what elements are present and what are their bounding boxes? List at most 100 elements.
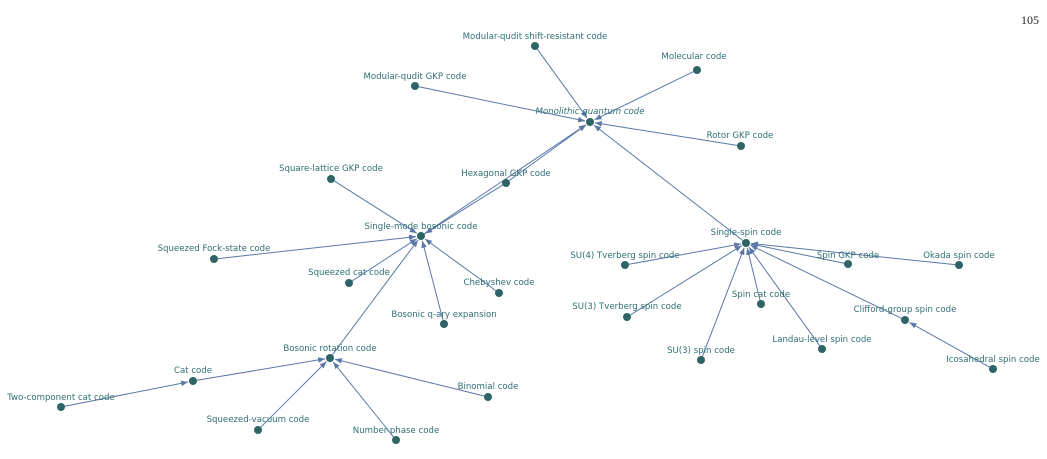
node-label-binomial: Binomial code [458,382,519,392]
node-label-mq-shift: Modular-qudit shift-resistant code [463,32,608,42]
edge-sq-cat-to-single-mode [352,238,418,282]
node-label-rotation: Bosonic rotation code [283,344,376,354]
node-su4[interactable]: SU(4) Tverberg spin code [570,251,680,269]
edge-rotor-gkp-to-monolithic [594,121,738,146]
node-label-chebyshev: Chebyshev code [463,278,534,288]
node-single-spin[interactable]: Single-spin code [711,228,782,247]
edges-layer [64,48,990,438]
edge-sq-fock-to-single-mode [217,234,417,260]
page-number: 105 [1021,13,1039,27]
node-label-su3t: SU(3) Tverberg spin code [572,302,681,312]
edge-chebyshev-to-single-mode [424,238,497,292]
node-okada[interactable]: Okada spin code [923,251,995,269]
node-spin-cat[interactable]: Spin cat code [732,290,790,308]
edge-icosa-to-clifford [909,321,990,368]
node-binomial[interactable]: Binomial code [458,382,519,401]
node-dot-sq-cat [345,279,353,287]
node-label-sq-cat: Squeezed cat code [308,268,390,278]
edge-mq-gkp-to-monolithic [418,86,586,123]
node-dot-okada [955,261,963,269]
node-dot-single-mode [417,232,425,240]
node-hex-gkp[interactable]: Hexagonal GKP code [461,169,551,187]
node-dot-rotor-gkp [737,142,745,150]
node-dot-su3 [697,356,705,364]
node-spin-gkp[interactable]: Spin GKP code [817,251,879,268]
node-dot-chebyshev [495,289,503,297]
edge-su3-to-single-spin [701,247,745,357]
node-label-spin-cat: Spin cat code [732,290,790,300]
edge-spin-gkp-to-single-spin [750,242,845,264]
node-label-su3: SU(3) spin code [667,346,735,356]
node-dot-two-cat [57,403,65,411]
node-dot-sq-fock [210,255,218,263]
node-qary[interactable]: Bosonic q-ary expansion [391,310,497,328]
node-dot-su3t [623,313,631,321]
node-dot-sq-vac [254,426,262,434]
node-label-sq-fock: Squeezed Fock-state code [158,244,271,254]
edge-su3t-to-single-spin [630,245,743,316]
node-mq-shift[interactable]: Modular-qudit shift-resistant code [463,32,608,50]
edge-spin-cat-to-single-spin [746,247,761,301]
node-dot-single-spin [742,239,750,247]
node-dot-molecular [693,66,701,74]
node-chebyshev[interactable]: Chebyshev code [463,278,535,297]
node-su3[interactable]: SU(3) spin code [667,346,735,364]
node-label-sq-vac: Squeezed-vacuum code [207,415,310,425]
node-label-number-phase: Number-phase code [353,426,439,436]
node-dot-rotation [326,354,334,362]
node-sq-vac[interactable]: Squeezed-vacuum code [207,415,310,434]
node-label-sq-gkp: Square-lattice GKP code [279,164,383,174]
node-dot-sq-gkp [327,175,335,183]
node-dot-binomial [484,393,492,401]
edge-okada-to-single-spin [750,241,956,266]
node-label-monolithic: Monolithic quantum code [535,107,644,117]
node-label-hex-gkp: Hexagonal GKP code [461,169,550,179]
node-label-molecular: Molecular code [661,52,726,62]
node-icosa[interactable]: Icosahedral spin code [946,355,1040,373]
node-dot-clifford [901,316,909,324]
node-molecular[interactable]: Molecular code [661,52,727,74]
edge-binomial-to-rotation [334,358,485,397]
node-label-su4: SU(4) Tverberg spin code [570,251,679,261]
node-sq-gkp[interactable]: Square-lattice GKP code [279,164,383,183]
node-dot-landau [818,345,826,353]
edge-number-phase-to-rotation [332,361,394,438]
edge-sq-vac-to-rotation [260,361,327,428]
node-two-cat[interactable]: Two-component cat code [6,393,115,411]
edge-molecular-to-monolithic [594,71,694,121]
node-monolithic[interactable]: Monolithic quantum code [535,107,645,126]
node-dot-qary [440,320,448,328]
node-dot-monolithic [586,118,594,126]
caption [0,448,1047,459]
node-clifford[interactable]: Clifford-group spin code [854,305,957,324]
node-dot-su4 [621,261,629,269]
edge-sq-gkp-to-single-mode [334,180,418,234]
node-su3t[interactable]: SU(3) Tverberg spin code [572,302,682,321]
node-label-rotor-gkp: Rotor GKP code [707,131,774,141]
node-single-mode[interactable]: Single-mode bosonic code [364,222,478,240]
edge-two-cat-to-cat [64,380,189,407]
node-label-mq-gkp: Modular-qudit GKP code [363,72,466,82]
edge-rotation-to-single-mode [331,239,419,356]
node-rotor-gkp[interactable]: Rotor GKP code [707,131,774,150]
edge-single-spin-to-monolithic [593,124,744,241]
node-label-clifford: Clifford-group spin code [854,305,957,315]
node-dot-spin-gkp [844,260,852,268]
node-dot-spin-cat [757,300,765,308]
node-sq-cat[interactable]: Squeezed cat code [308,268,390,287]
node-mq-gkp[interactable]: Modular-qudit GKP code [363,72,467,90]
node-rotation[interactable]: Bosonic rotation code [283,344,377,362]
edge-landau-to-single-spin [748,246,821,346]
node-label-single-spin: Single-spin code [711,228,782,238]
node-sq-fock[interactable]: Squeezed Fock-state code [158,244,271,263]
edge-mq-shift-to-monolithic [536,48,588,119]
node-dot-mq-shift [531,42,539,50]
node-dot-hex-gkp [502,179,510,187]
node-cat[interactable]: Cat code [174,366,212,385]
node-label-cat: Cat code [174,366,212,376]
node-landau[interactable]: Landau-level spin code [772,335,872,353]
node-label-single-mode: Single-mode bosonic code [364,222,477,232]
node-number-phase[interactable]: Number-phase code [353,426,439,444]
edge-hex-gkp-to-single-mode [424,184,503,234]
